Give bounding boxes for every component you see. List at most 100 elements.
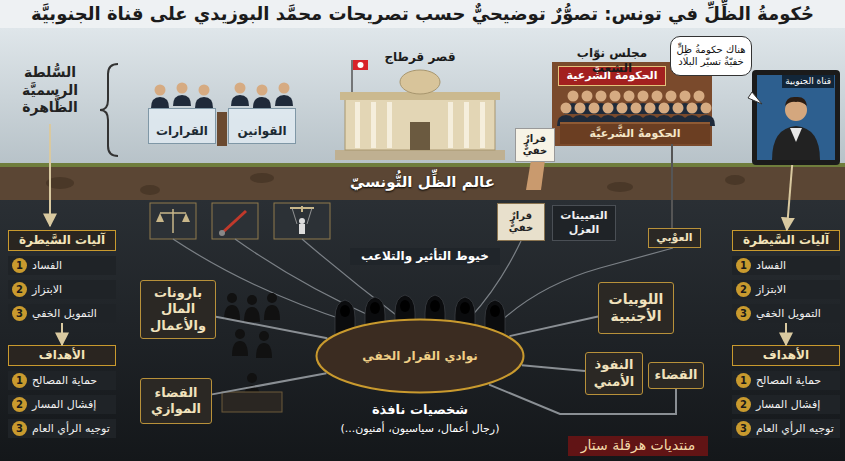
ground-band <box>725 175 745 185</box>
ground-band <box>0 165 845 200</box>
node-text: حماية المصالح <box>32 374 97 388</box>
palace <box>358 62 364 68</box>
node-text: النفوذ الأمني <box>590 357 638 390</box>
node-text: الابتزاز <box>32 283 62 297</box>
ground-band: عالم الظِّل التُّونسيّ <box>0 165 845 200</box>
lever-box: العوْبي <box>648 228 701 248</box>
callout-number: 2 <box>12 397 27 412</box>
glass-box: القوانين <box>228 108 296 144</box>
node-text: نوادي القرار الخفي <box>362 349 477 364</box>
callout-number: 2 <box>12 282 27 297</box>
power-box: بارونات المال والأعمال <box>140 280 216 339</box>
node-text: عالم الظِّل التُّونسيّ <box>350 173 495 192</box>
node-text: التمويل الخفي <box>756 307 821 321</box>
officials <box>151 85 169 109</box>
connector-line <box>216 317 327 338</box>
palace <box>353 60 368 70</box>
node-text: اللوبيات الأجنبية <box>603 291 669 326</box>
node-text: الفساد <box>32 259 62 273</box>
tv-set <box>790 128 802 142</box>
title-ground <box>0 0 845 28</box>
palace <box>355 102 360 148</box>
panel-header: الأهداف <box>732 345 840 366</box>
node-text: القوانين <box>237 124 286 139</box>
officials <box>275 83 293 107</box>
table-top <box>317 320 524 393</box>
control-icons <box>150 203 196 239</box>
ground-band <box>607 182 633 192</box>
connector-arrow <box>787 165 792 230</box>
figure-note: (رجال أعمال، سياسيون، أمنيون...) <box>270 422 570 436</box>
palace <box>400 70 440 94</box>
group-label: السُّلطة الرسميَّة الظَّاهرة <box>2 64 98 117</box>
diagram-title: حُكومةُ الظِّلِّ في تونس: تصوُّرٌ توضيحي… <box>0 0 845 28</box>
panel-header: آليات السَّيطرة <box>8 230 116 251</box>
tv-set <box>752 70 840 165</box>
node-text: الأهداف <box>39 348 85 363</box>
control-icons <box>301 206 303 212</box>
node-text: قرارٌ خفيٌّ <box>519 133 551 158</box>
node-text: إفشال المسار <box>32 398 96 412</box>
suited-figures <box>222 392 282 412</box>
suited-figures <box>222 293 282 412</box>
control-icons <box>150 203 330 239</box>
callout-number: 1 <box>736 373 751 388</box>
palace <box>345 98 495 150</box>
node-text: القرارات <box>156 124 208 139</box>
callout-number: 3 <box>736 421 751 436</box>
list-item: 2إفشال المسار <box>732 395 840 414</box>
down-arrow <box>49 124 51 226</box>
control-icons <box>219 230 225 236</box>
callout-number: 2 <box>736 282 751 297</box>
control-icons <box>292 208 297 224</box>
list-item: 2 الابتزاز <box>8 280 116 299</box>
place-label: مجلس نوّاب الشعب <box>557 46 667 76</box>
node-text: القضاء <box>654 367 697 383</box>
list-item: 2 الابتزاز <box>732 280 840 299</box>
power-box: القضاء <box>648 362 704 389</box>
palace <box>371 102 376 148</box>
decision-tray: قرارٌ خفيٌّ <box>497 203 545 241</box>
ground-band <box>140 185 160 195</box>
list-item: 1 حماية المصالح <box>732 371 840 390</box>
node-text: الحكومةُ الشَّرعيَّة <box>589 127 680 141</box>
list-item: 3التمويل الخفي <box>732 304 840 323</box>
connector-arrow <box>61 323 63 345</box>
node-text: حماية المصالح <box>756 374 821 388</box>
node-text: توجيه الرأي العام <box>32 422 110 436</box>
suited-figures <box>256 331 272 358</box>
officials <box>253 85 271 109</box>
palace <box>387 102 392 148</box>
suited-figures <box>232 329 248 356</box>
node-text: التعيينات <box>560 209 607 223</box>
control-icons <box>299 224 305 234</box>
connector-line <box>522 365 585 371</box>
node-text: قناة الجنوبية <box>782 75 834 88</box>
ground-band <box>0 163 845 200</box>
wire <box>671 144 673 228</box>
node-text: آليات السَّيطرة <box>19 233 105 248</box>
glass-box: القرارات <box>148 108 216 144</box>
list-item: 3توجيه الرأي العام <box>8 419 116 438</box>
node-text: قرارٌ خفيٌّ <box>501 210 541 235</box>
speech-bubble: هناك حكومةُ ظِلٍّ خفيّةٌ تسيّر البلاد <box>670 36 752 76</box>
hand-with-paper <box>526 160 545 190</box>
control-icons <box>182 213 190 222</box>
sky <box>0 28 845 165</box>
palace <box>335 60 505 160</box>
bench-panel: الحكومةُ الشَّرعيَّة <box>560 122 710 144</box>
panel-header: آليات السَّيطرة <box>732 230 840 251</box>
control-icons <box>160 212 186 214</box>
officials <box>173 83 191 107</box>
callout-number: 1 <box>12 258 27 273</box>
control-icons <box>299 218 305 224</box>
tv-set <box>748 70 840 165</box>
suited-figures <box>224 293 240 320</box>
power-box: القضاء الموازي <box>140 378 212 424</box>
callout-number: 3 <box>12 306 27 321</box>
thread-label: خيوط التأثير والتلاعب <box>350 248 500 265</box>
node-text: الابتزاز <box>756 283 786 297</box>
node-text: بارونات المال والأعمال <box>145 285 211 334</box>
